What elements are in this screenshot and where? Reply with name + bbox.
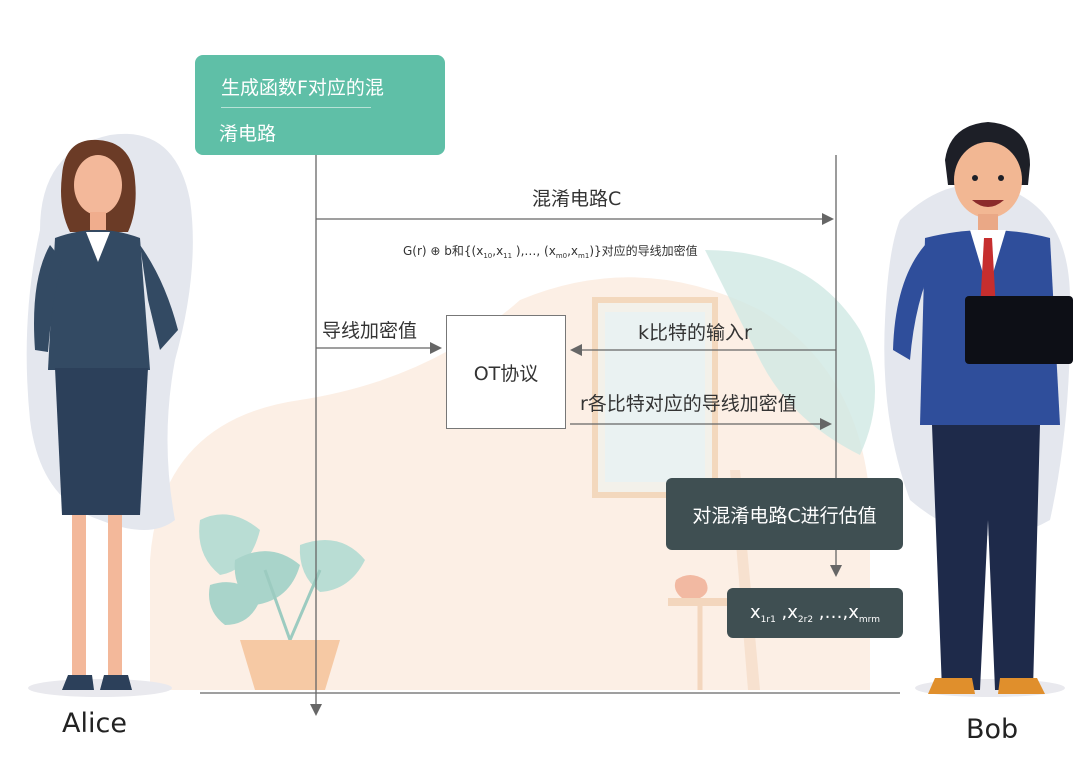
garbled-circuit-arrow [316,213,834,225]
generate-circuit-step: 生成函数F对应的混 淆电路 [195,55,445,155]
plant-illustration [199,514,365,690]
k-bits-input-label: k比特的输入r [638,322,752,344]
r-bits-values-arrow [570,418,832,430]
leaf-decoration [705,250,875,455]
alice-name: Alice [62,708,127,739]
alice-figure [28,139,178,697]
step-label-line1: 生成函数F对应的混 [221,77,384,99]
garbled-circuit-label: 混淆电路C [532,188,622,210]
bob-name: Bob [966,714,1019,745]
evaluate-circuit-label: 对混淆电路C进行估值 [692,504,877,527]
evaluate-circuit-step: 对混淆电路C进行估值 [666,478,903,550]
window-pane [605,312,705,482]
r-bits-values-label: r各比特对应的导线加密值 [580,393,797,415]
encrypted-values-label: G(r) ⊕ b和{(x10,x11 ),…, (xm0,xm1)}对应的导线加… [403,244,698,260]
output-values-label: x1r1 ,x2r2 ,…,xmrm [750,601,880,625]
bob-figure [893,122,1073,697]
alice-lifeline [310,155,322,716]
ot-protocol-label: OT协议 [473,362,539,385]
ot-protocol-box: OT协议 [446,315,566,429]
step-divider [221,107,371,108]
output-values-box: x1r1 ,x2r2 ,…,xmrm [727,588,903,638]
k-bits-input-arrow [570,344,836,356]
wire-values-arrow [316,342,442,354]
wire-values-label: 导线加密值 [322,320,418,342]
step-label-line2: 淆电路 [219,123,277,145]
